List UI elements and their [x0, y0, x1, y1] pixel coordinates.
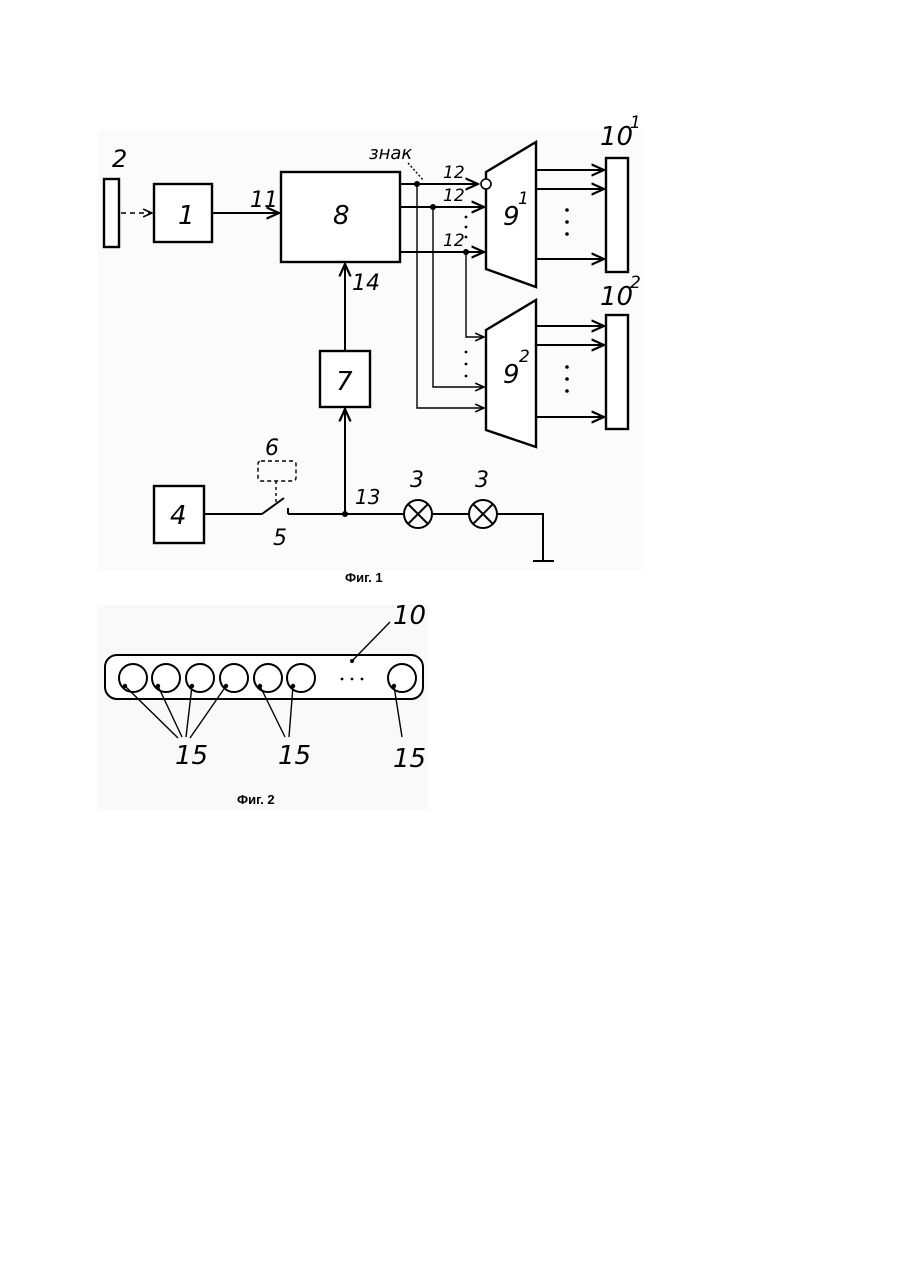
indicator-10-1 [606, 158, 628, 272]
label-indicator2: 10 [600, 282, 633, 312]
label-block8: 8 [333, 201, 350, 231]
decoder-9-1-inverting-input [481, 179, 491, 189]
label-block7: 7 [336, 367, 353, 397]
label-bus11: 11 [250, 188, 278, 213]
label-bus14: 14 [352, 271, 380, 296]
caption-fig1: Фиг. 1 [345, 570, 383, 585]
label-decoder2-sup: 2 [519, 347, 530, 367]
junction-node-13 [342, 511, 348, 517]
caption-fig2: Фиг. 2 [237, 792, 275, 807]
label-switch: 5 [273, 526, 287, 551]
label-panel: 10 [393, 601, 426, 631]
label-block4: 4 [170, 501, 187, 531]
label-indicator1-sup: 1 [630, 113, 641, 133]
label-decoder2: 9 [503, 360, 520, 390]
label-cells-a: 15 [175, 741, 208, 771]
label-bus12-b: 12 [443, 186, 465, 206]
label-bus13: 13 [355, 485, 380, 509]
label-sensor: 2 [112, 145, 127, 173]
label-cells-c: 15 [393, 744, 426, 774]
label-indicator2-sup: 2 [630, 273, 641, 293]
label-bus12-c: 12 [443, 231, 465, 251]
label-sign: знак [369, 143, 412, 164]
label-cells-b: 15 [278, 741, 311, 771]
label-lamp-b: 3 [475, 468, 489, 493]
label-indicator1: 10 [600, 122, 633, 152]
indicator-10-2 [606, 315, 628, 429]
label-relay: 6 [265, 436, 279, 461]
label-bus12-a: 12 [443, 163, 465, 183]
label-block1: 1 [178, 201, 195, 231]
label-decoder1-sup: 1 [518, 189, 529, 209]
sensor-2 [104, 179, 119, 247]
label-lamp-a: 3 [410, 468, 424, 493]
